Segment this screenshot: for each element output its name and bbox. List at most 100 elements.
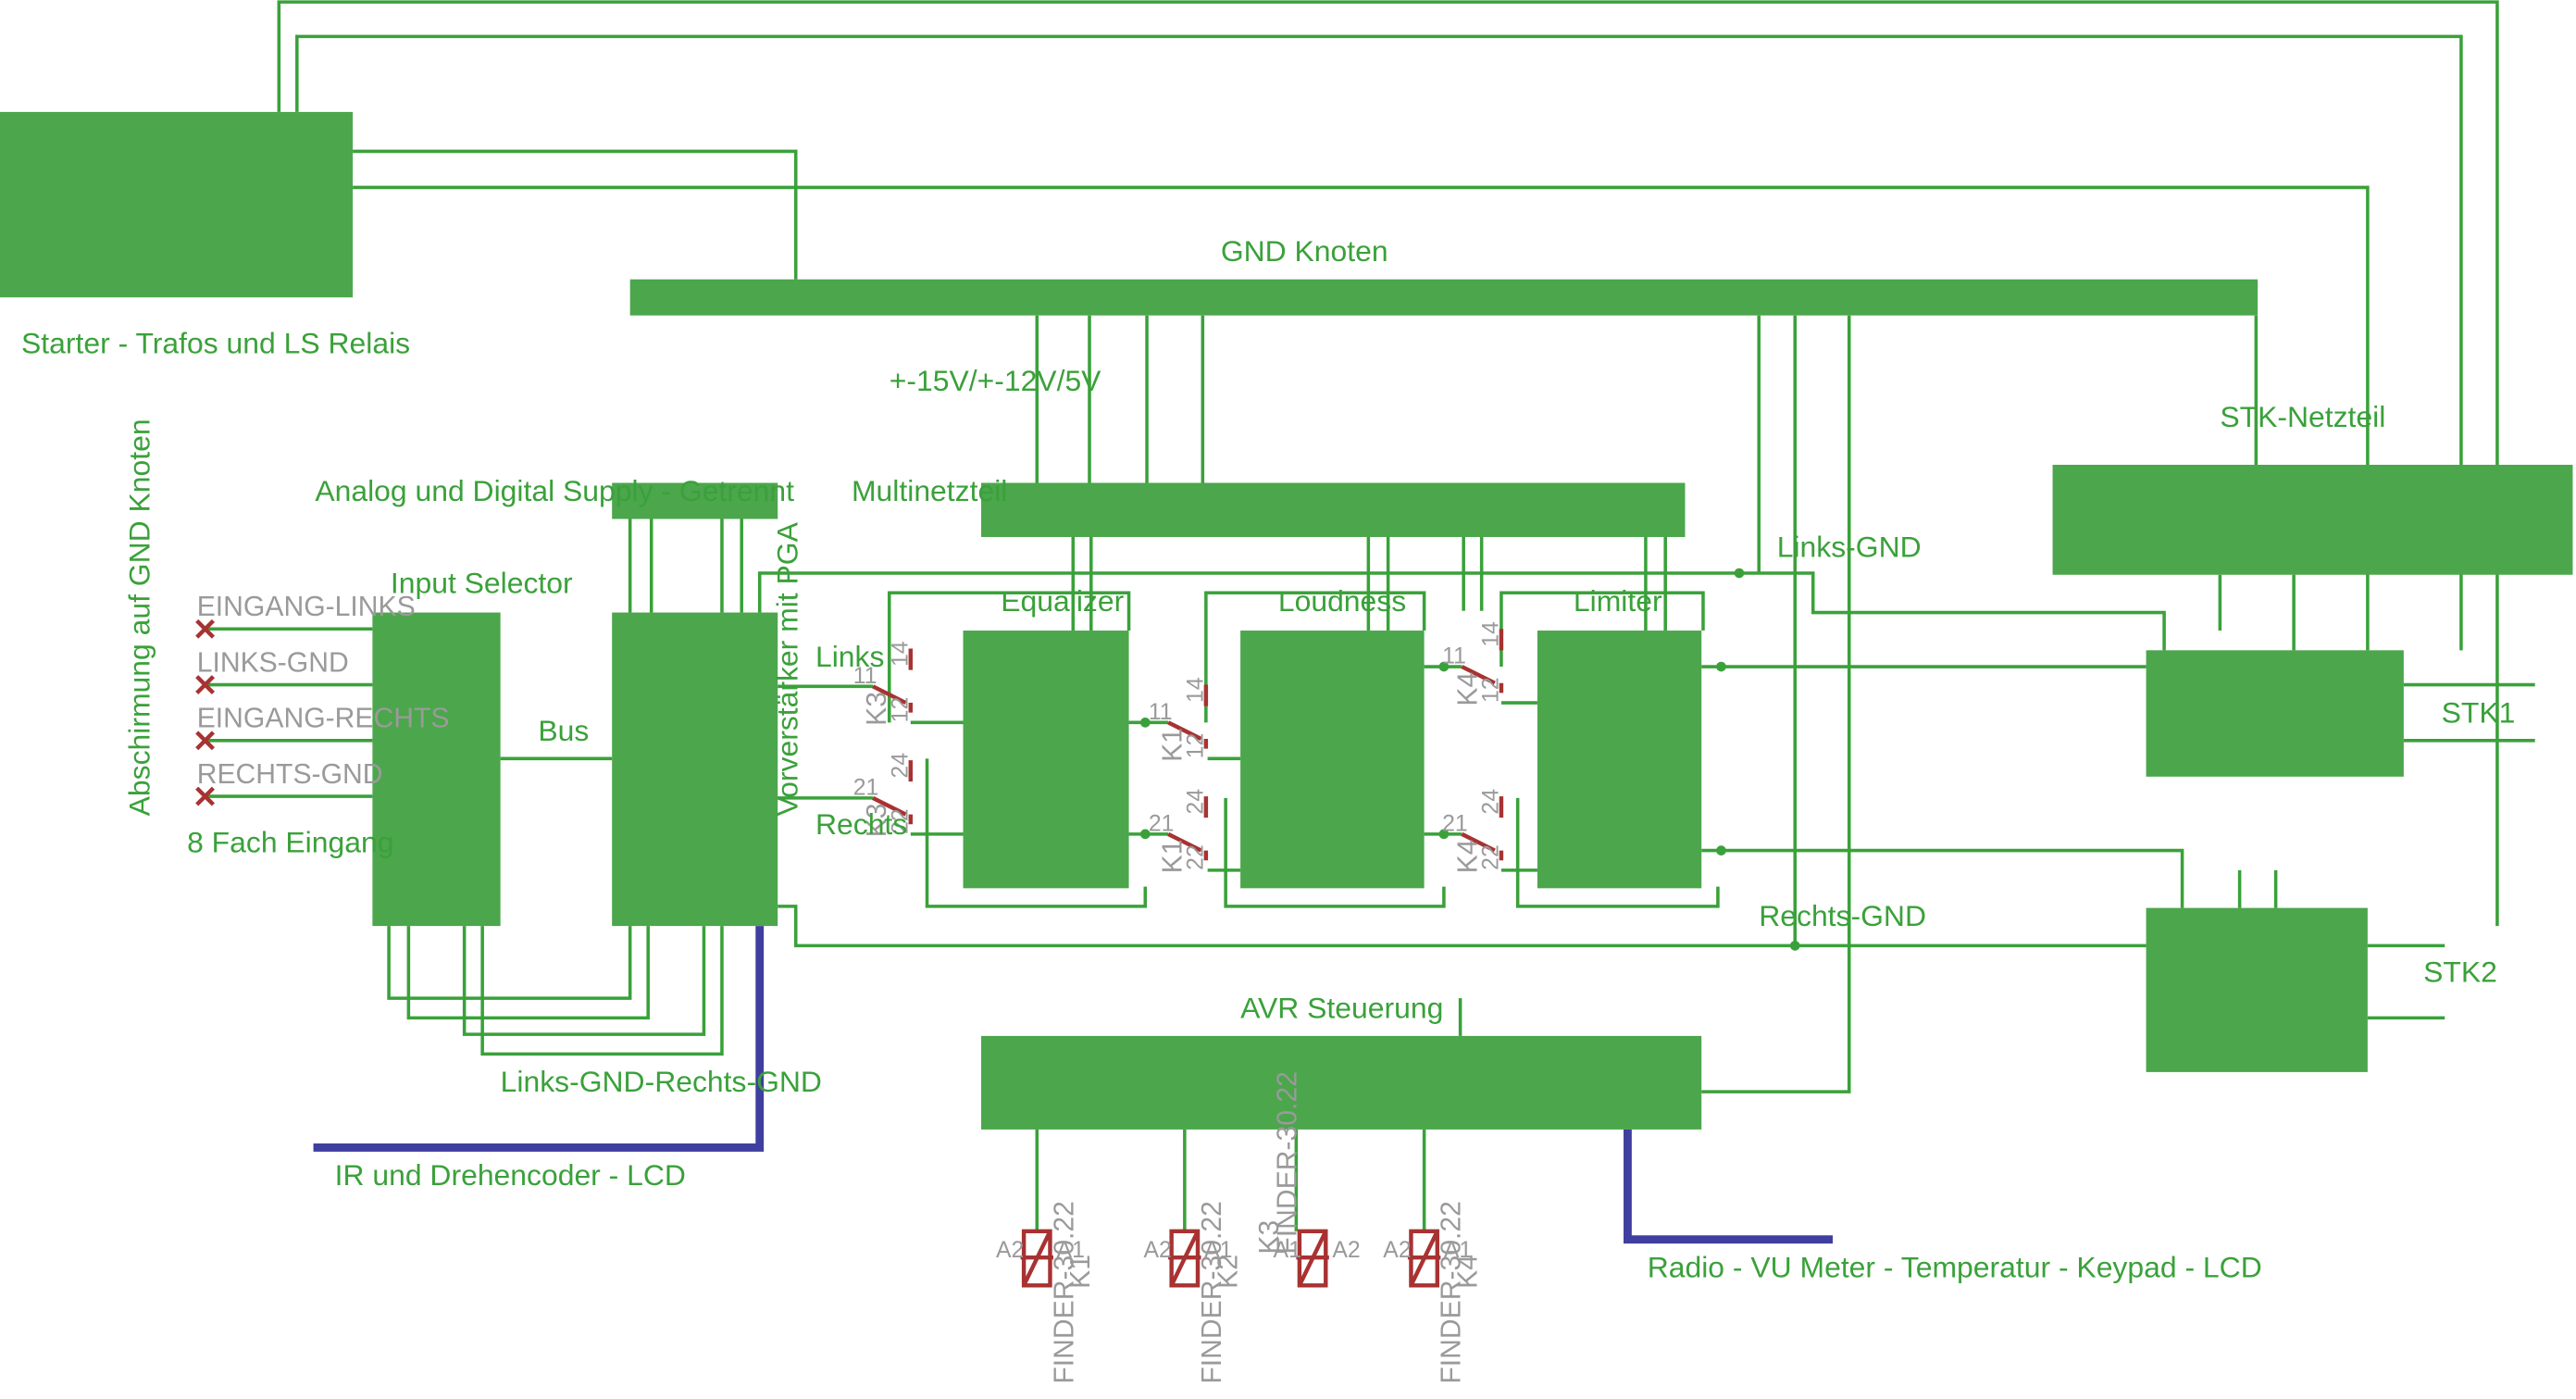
svg-text:FINDER-30.22: FINDER-30.22 (1197, 1201, 1227, 1384)
junction-dots (1139, 568, 1800, 951)
junction-dot (1734, 568, 1745, 579)
svg-text:A1: A1 (1057, 1238, 1085, 1263)
relay-coil-k3[interactable]: A2 A1 FINDER-30.22 K3 (1254, 1071, 1361, 1288)
svg-text:A1: A1 (1444, 1238, 1472, 1263)
input-label: LINKS-GND (197, 647, 349, 678)
svg-text:A1: A1 (1204, 1238, 1232, 1263)
svg-text:21: 21 (1149, 811, 1175, 836)
svg-text:K4: K4 (1452, 672, 1483, 706)
links-label: Links (815, 640, 884, 673)
starter-block[interactable] (0, 111, 354, 298)
svg-text:K1: K1 (1157, 728, 1188, 762)
svg-text:11: 11 (853, 664, 877, 689)
svg-text:22: 22 (1183, 844, 1208, 870)
vorverstaerker-block[interactable] (612, 612, 778, 927)
starter-label: Starter - Trafos und LS Relais (21, 326, 410, 359)
svg-text:K3: K3 (1254, 1220, 1285, 1255)
svg-text:A2: A2 (1383, 1238, 1411, 1263)
svg-text:24: 24 (1183, 789, 1208, 815)
vorverstaerker-label: Vorverstärker mit PGA (770, 521, 803, 816)
switch-contact: 21 24 22 K1 (1149, 789, 1208, 874)
svg-text:A2: A2 (1332, 1238, 1360, 1263)
svg-text:FINDER-30.22: FINDER-30.22 (1049, 1201, 1079, 1384)
ir-drehencoder-label: IR und Drehencoder - LCD (335, 1158, 686, 1192)
svg-text:22: 22 (1478, 844, 1503, 870)
limiter-label: Limiter (1574, 584, 1662, 618)
input-label: EINGANG-LINKS (197, 592, 416, 622)
switch-contact: 21 24 22 K3 (853, 753, 913, 838)
switch-contact: 21 24 22 K4 (1442, 789, 1503, 874)
avr-steuerung-block[interactable] (981, 1035, 1702, 1130)
switch-contact: 11 14 12 K4 (1442, 621, 1503, 706)
svg-text:K3: K3 (862, 804, 892, 838)
rechts-gnd-label: Rechts-GND (1759, 899, 1926, 932)
no-connect-icon (195, 618, 216, 639)
svg-text:FINDER-30.22: FINDER-30.22 (1437, 1201, 1467, 1384)
links-gnd-label: Links-GND (1777, 530, 1922, 563)
svg-text:12: 12 (888, 697, 913, 723)
switch-contact: 11 14 12 K1 (1149, 677, 1208, 762)
svg-text:14: 14 (1183, 677, 1208, 703)
blocks (0, 111, 2573, 1130)
analog-digital-supply-block[interactable] (612, 482, 778, 519)
stk-netzteil-block[interactable] (2052, 465, 2573, 575)
svg-text:24: 24 (888, 753, 913, 779)
svg-text:21: 21 (853, 775, 879, 800)
stk2-block[interactable] (2146, 907, 2368, 1072)
loudness-label: Loudness (1278, 584, 1406, 618)
gnd-knoten-label: GND Knoten (1221, 234, 1388, 268)
switch-contact: 11 14 12 K3 (853, 641, 913, 726)
relay-coil-k2[interactable]: A2 A1 FINDER-30.22 K2 (1144, 1201, 1244, 1384)
gnd-knoten-block[interactable] (629, 279, 2259, 316)
svg-text:24: 24 (1478, 789, 1503, 815)
wires (205, 0, 2535, 1244)
svg-text:K4: K4 (1452, 1255, 1483, 1289)
input-selector-label: Input Selector (391, 566, 573, 599)
stk1-label: STK1 (2442, 695, 2516, 729)
svg-text:K1: K1 (1065, 1255, 1096, 1289)
svg-text:K1: K1 (1157, 840, 1188, 874)
abschirmung-label: Abschirmung auf GND Knoten (122, 418, 156, 816)
svg-text:11: 11 (1442, 644, 1466, 669)
labels: Starter - Trafos und LS Relais GND Knote… (21, 234, 2515, 1283)
relay-coil-k1[interactable]: A2 A1 FINDER-30.22 K1 (996, 1201, 1096, 1384)
no-connect-icon (195, 731, 216, 751)
junction-dot (1438, 829, 1450, 840)
radio-vu-label: Radio - VU Meter - Temperatur - Keypad -… (1648, 1250, 2262, 1283)
avr-steuerung-label: AVR Steuerung (1240, 991, 1443, 1024)
svg-text:21: 21 (1442, 811, 1468, 836)
junction-dot (1139, 717, 1151, 728)
svg-text:A2: A2 (996, 1238, 1024, 1263)
analog-digital-supply-label: Analog und Digital Supply - Getrennt (315, 474, 794, 507)
relay-coil-k4[interactable]: A2 A1 FINDER-30.22 K4 (1383, 1201, 1483, 1384)
bus-label: Bus (538, 714, 589, 747)
junction-dot (1139, 829, 1151, 840)
svg-text:A1: A1 (1274, 1238, 1301, 1263)
input-markers: EINGANG-LINKS LINKS-GND EINGANG-RECHTS R… (195, 592, 450, 806)
svg-text:FINDER-30.22: FINDER-30.22 (1272, 1071, 1302, 1255)
stk1-block[interactable] (2146, 650, 2404, 777)
multinetzteil-label: Multinetzteil (852, 474, 1007, 507)
relay-switches: 11 14 12 K3 21 24 22 K3 11 14 12 K1 21 2… (853, 621, 1504, 873)
input-selector-block[interactable] (372, 612, 501, 927)
limiter-block[interactable] (1537, 631, 1702, 889)
svg-text:K2: K2 (1213, 1255, 1244, 1289)
no-connect-icon (195, 786, 216, 806)
svg-text:14: 14 (1478, 621, 1503, 647)
svg-text:11: 11 (1149, 700, 1173, 725)
junction-dot (1716, 661, 1726, 672)
rechts-label: Rechts (815, 807, 907, 841)
stk-netzteil-label: STK-Netzteil (2220, 400, 2385, 433)
junction-dot (1438, 661, 1450, 672)
input-label: RECHTS-GND (197, 759, 383, 790)
svg-text:12: 12 (1183, 733, 1208, 759)
svg-text:12: 12 (1478, 677, 1503, 703)
equalizer-block[interactable] (963, 631, 1129, 889)
voltages-label: +-15V/+-12V/5V (890, 364, 1101, 397)
svg-text:K4: K4 (1452, 840, 1483, 874)
multinetzteil-block[interactable] (981, 482, 1686, 538)
junction-dot (1716, 845, 1726, 856)
svg-text:14: 14 (888, 641, 913, 667)
loudness-block[interactable] (1240, 631, 1425, 889)
